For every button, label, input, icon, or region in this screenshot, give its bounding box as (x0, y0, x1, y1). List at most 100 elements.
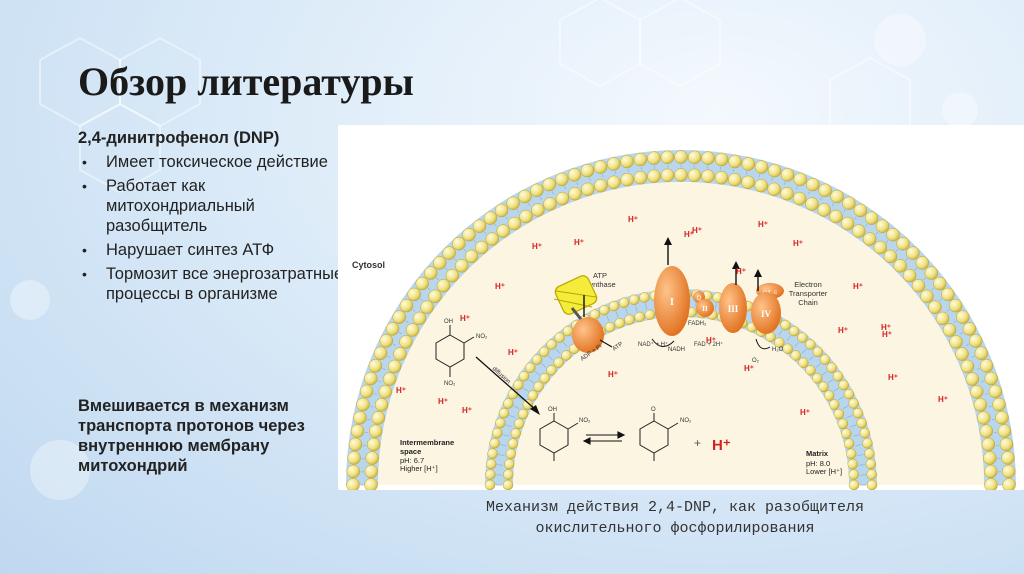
phospholipid-tail (822, 371, 828, 376)
phospholipid-head (767, 163, 782, 178)
phospholipid-tail (523, 387, 529, 392)
phospholipid-head (843, 438, 855, 449)
phospholipid-head (346, 464, 361, 479)
label-h2o: H₂O (772, 347, 784, 353)
phospholipid-tail (367, 418, 371, 421)
phospholipid-head (399, 298, 414, 313)
phospholipid-head (862, 437, 873, 449)
phospholipid-head (660, 150, 675, 165)
phospholipid-head (505, 448, 517, 460)
phospholipid-head (829, 209, 843, 224)
label-nad: NAD⁺ + H⁺ (638, 341, 668, 348)
label-matrix: Matrix pH: 8.0 Lower [H⁺] (806, 449, 842, 476)
phospholipid-head (840, 216, 855, 231)
complex-ii: II (696, 299, 714, 317)
phospholipid-tail (502, 434, 509, 437)
phospholipid-tail (614, 171, 617, 175)
text-block: 2,4-динитрофенол (DNP) Имеет токсическое… (78, 128, 348, 308)
equilibrium-arrows (582, 431, 626, 445)
phospholipid-tail (528, 202, 531, 206)
label-no2-outer-1: NO₂ (476, 334, 488, 340)
svg-text:H⁺: H⁺ (438, 397, 448, 406)
phospholipid-head (797, 332, 808, 343)
label-oh-inner: OH (548, 407, 557, 413)
phospholipid-tail (732, 168, 735, 172)
phospholipid-tail (953, 320, 957, 323)
phospholipid-head (533, 381, 544, 392)
label-fadh2: FADH₂ (688, 321, 707, 327)
phospholipid-head (983, 451, 997, 465)
phospholipid-tail (827, 379, 834, 384)
phospholipid-head (385, 322, 400, 336)
phospholipid-head (741, 157, 756, 171)
phospholipid-tail (645, 303, 648, 310)
phospholipid-head (445, 268, 460, 283)
phospholipid-head (782, 343, 793, 355)
phospholipid-head (856, 417, 867, 429)
intermembrane-space (378, 182, 984, 485)
atp-synthase (553, 275, 604, 353)
phospholipid-head (415, 276, 429, 291)
phospholipid-head (864, 211, 879, 225)
svg-text:II: II (702, 305, 708, 313)
svg-text:H⁺: H⁺ (462, 406, 472, 415)
svg-text:H⁺: H⁺ (882, 330, 892, 339)
phospholipid-head (823, 390, 835, 401)
phospholipid-head (830, 189, 844, 204)
phospholipid-head (510, 428, 522, 439)
phospholipid-tail (601, 174, 604, 178)
phospholipid-head (399, 335, 413, 349)
phospholipid-head (604, 321, 616, 333)
phospholipid-head (1001, 464, 1016, 479)
phospholipid-head (387, 359, 402, 374)
phospholipid-tail (846, 415, 853, 418)
bullet-item: Нарушает синтез АТФ (78, 240, 348, 260)
phospholipid-tail (473, 240, 477, 243)
phospholipid-head (639, 292, 650, 303)
svg-text:IV: IV (761, 309, 772, 319)
phospholipid-head (848, 469, 859, 480)
phospholipid-head (555, 172, 569, 187)
phospholipid-tail (412, 309, 416, 312)
svg-text:H⁺: H⁺ (888, 373, 898, 382)
phospholipid-tail (454, 258, 457, 261)
phospholipid-head (774, 337, 785, 348)
phospholipid-tail (635, 305, 638, 312)
phospholipid-head (518, 370, 530, 382)
dnp-structure-inner (539, 413, 679, 461)
phospholipid-tail (392, 343, 396, 346)
phospholipid-head (728, 172, 742, 187)
phospholipid-tail (939, 298, 943, 301)
phospholipid-head (568, 186, 582, 201)
phospholipid-head (780, 168, 795, 182)
phospholipid-head (620, 172, 634, 187)
phospholipid-head (848, 479, 860, 490)
svg-text:H⁺: H⁺ (684, 230, 694, 239)
phospholipid-head (561, 350, 572, 361)
phospholipid-head (948, 298, 963, 313)
phospholipid-head (531, 203, 545, 217)
phospholipid-head (346, 478, 360, 490)
phospholipid-tail (914, 267, 918, 271)
phospholipid-head (608, 300, 620, 312)
phospholipid-tail (833, 387, 839, 392)
phospholipid-head (503, 469, 514, 480)
phospholipid-head (848, 398, 859, 409)
phospholipid-tail (946, 309, 950, 312)
phospholipid-tail (854, 216, 857, 220)
phospholipid-tail (714, 303, 717, 310)
phospholipid-head (838, 379, 849, 391)
phospholipid-head (647, 169, 661, 183)
phospholipid-head (864, 448, 875, 459)
phospholipid-tail (463, 248, 467, 252)
svg-text:H⁺: H⁺ (744, 364, 754, 373)
phospholipid-head (531, 354, 543, 365)
phospholipid-tail (796, 186, 798, 190)
svg-text:H⁺: H⁺ (574, 238, 584, 247)
phospholipid-head (368, 359, 383, 373)
phospholipid-head (543, 197, 557, 211)
label-o-inner: O (651, 407, 656, 413)
phospholipid-head (886, 227, 900, 242)
phospholipid-tail (931, 287, 935, 291)
